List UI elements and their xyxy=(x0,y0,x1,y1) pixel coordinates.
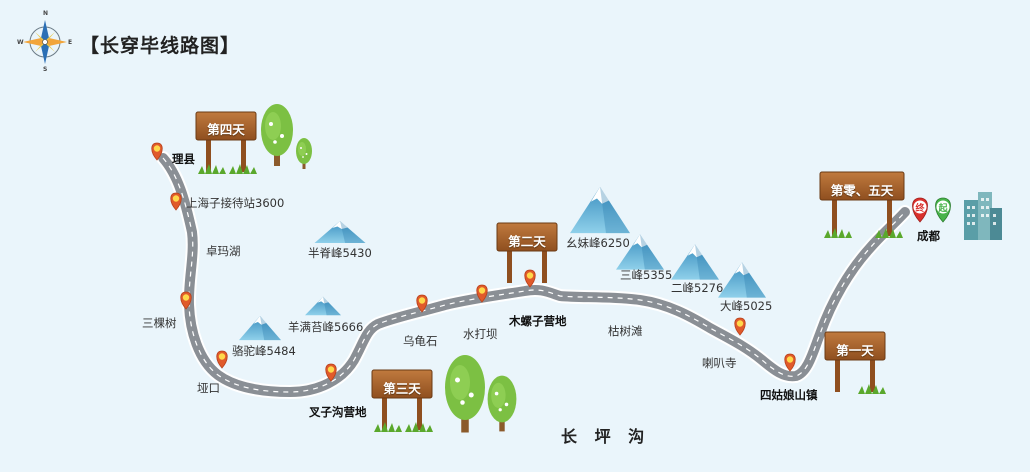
tree-icon xyxy=(487,375,517,432)
signpost-day1 xyxy=(824,331,886,394)
compass-west: W xyxy=(17,39,24,46)
signpost-day0-5 xyxy=(819,171,905,238)
place-chengdu: 成都 xyxy=(917,229,940,243)
mountain-icon-yaomei xyxy=(570,186,630,234)
place-shanghaizi-station: 上海子接待站3600 xyxy=(186,196,285,210)
place-wuguishi: 乌龟石 xyxy=(403,334,438,348)
mountain-icon-banji xyxy=(314,221,366,243)
peak-label-sanfeng: 三峰5355 xyxy=(620,268,673,282)
start-marker-icon xyxy=(935,197,951,223)
peak-label-yaomei: 幺妹峰6250 xyxy=(566,236,630,250)
compass-icon xyxy=(23,20,67,64)
trail-road xyxy=(156,151,912,400)
peak-label-erfeng: 二峰5276 xyxy=(671,281,724,295)
place-siguniang-town: 四姑娘山镇 xyxy=(760,388,818,402)
compass-east: E xyxy=(68,39,73,46)
compass-north: N xyxy=(43,10,49,17)
peak-label-banji: 半脊峰5430 xyxy=(308,246,372,260)
place-sankeshu: 三棵树 xyxy=(142,316,177,330)
region-label: 长 坪 沟 xyxy=(561,427,651,446)
end-marker-label: 终 xyxy=(915,204,925,214)
sign-text-day4: 第四天 xyxy=(207,122,245,137)
place-shuida-ba: 水打坝 xyxy=(463,327,498,341)
signpost-day4 xyxy=(195,111,257,174)
city-buildings-icon xyxy=(964,192,1002,240)
mountain-icon-erfeng xyxy=(671,244,719,280)
peak-label-yangmantai: 羊满苔峰5666 xyxy=(288,320,364,334)
sign-text-day1: 第一天 xyxy=(836,343,874,358)
peak-label-luotuo: 骆驼峰5484 xyxy=(232,344,296,358)
peak-label-dafeng: 大峰5025 xyxy=(720,299,773,313)
signpost-day2 xyxy=(496,222,558,283)
compass-south: S xyxy=(43,66,48,73)
pin-icon-yakou xyxy=(216,350,228,369)
sign-text-day2: 第二天 xyxy=(508,234,546,249)
place-zhuoma-lake: 卓玛湖 xyxy=(206,244,241,258)
end-marker-icon xyxy=(912,197,928,223)
sign-text-day0-5: 第零、五天 xyxy=(830,183,894,198)
mountain-icon-luotuo xyxy=(239,315,281,341)
place-muluozi-camp: 木螺子营地 xyxy=(509,314,567,328)
tree-icon xyxy=(296,138,312,169)
sign-text-day3: 第三天 xyxy=(383,381,421,396)
mountain-icon-dafeng xyxy=(718,262,766,298)
tree-icon xyxy=(445,355,485,433)
place-lama-temple: 喇叭寺 xyxy=(702,356,737,370)
place-chazigou-camp: 叉子沟营地 xyxy=(309,405,367,419)
tree-icon xyxy=(261,104,293,166)
pin-icon-lama xyxy=(734,317,746,336)
start-marker-label: 起 xyxy=(938,204,948,214)
place-lixian: 理县 xyxy=(172,152,195,166)
place-yakou: 垭口 xyxy=(197,381,220,395)
signpost-day3 xyxy=(371,369,433,432)
place-kushu-tan: 枯树滩 xyxy=(608,324,643,338)
page-title: 【长穿毕线路图】 xyxy=(80,35,241,57)
mountain-icon-yangmantai xyxy=(305,296,341,316)
